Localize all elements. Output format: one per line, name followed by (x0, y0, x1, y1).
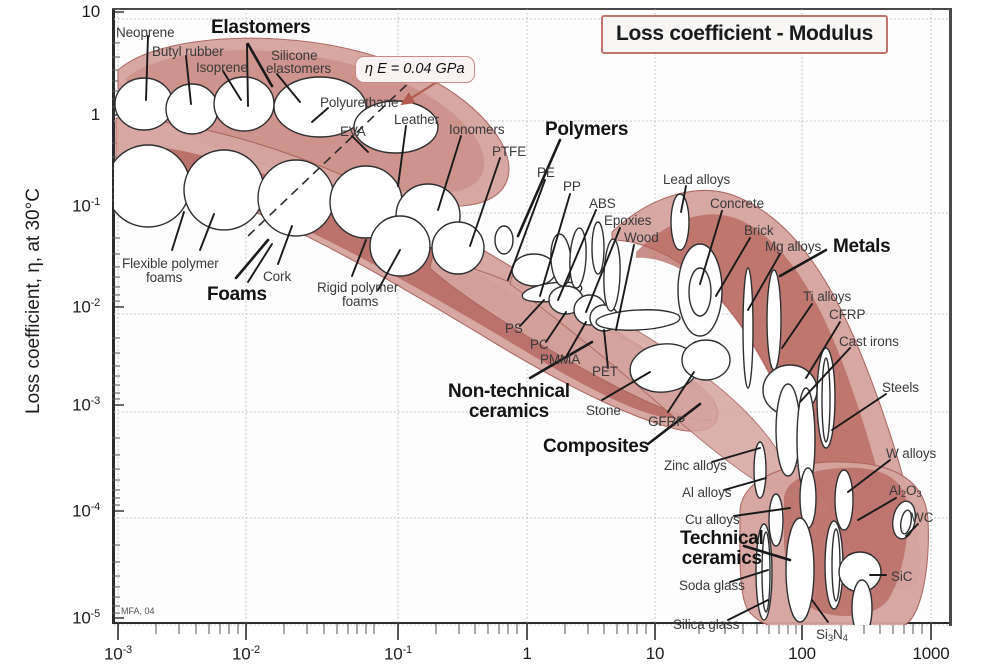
chart-title-box: Loss coefficient - Modulus (601, 15, 889, 54)
x-tick-label-4: 10 (645, 644, 665, 663)
x-tick-label-3: 1 (522, 644, 532, 663)
x-tick-label-2: 10-1 (384, 644, 412, 664)
material-label-ps: PS (505, 321, 523, 336)
material-label-stone: Stone (586, 403, 621, 418)
page-title: Loss coefficient - Modulus (616, 22, 874, 45)
material-label-rigid-polymer: Rigid polymer (317, 280, 399, 295)
x-tick-label-1: 10-2 (232, 644, 260, 664)
material-label-w-alloys: W alloys (886, 446, 937, 461)
y-tick-label-3: 10-2 (72, 297, 100, 317)
material-label-foams: foams (146, 270, 183, 285)
x-tick-label-5: 100 (788, 644, 816, 663)
y-tick-label-4: 10-3 (72, 395, 100, 415)
family-label-foams: Foams (207, 284, 267, 305)
material-label-eva: EVA (340, 124, 366, 139)
material-label-lead-alloys: Lead alloys (663, 172, 731, 187)
material-label-butyl-rubber: Butyl rubber (152, 44, 224, 59)
plot-frame (112, 8, 952, 624)
material-label-pet: PET (592, 364, 618, 379)
y-tick-label-6: 10-5 (72, 608, 100, 628)
material-label-neoprene: Neoprene (116, 25, 175, 40)
material-label-pp: PP (563, 179, 581, 194)
plot-right-edge (949, 8, 952, 626)
material-label-cfrp: CFRP (829, 307, 866, 322)
material-label-epoxies: Epoxies (604, 213, 652, 228)
family-label-elastomers: Elastomers (211, 17, 311, 38)
material-label-abs: ABS (589, 196, 616, 211)
material-label-cu-alloys: Cu alloys (685, 512, 740, 527)
material-label-wood: Wood (624, 230, 659, 245)
material-label-pe: PE (537, 165, 555, 180)
x-tick-label-6: 1000 (912, 644, 950, 663)
material-label-silicone: Silicone (271, 48, 318, 63)
material-label-elastomers: elastomers (266, 61, 332, 76)
material-label-al-alloys: Al alloys (682, 485, 732, 500)
material-label-soda-glass: Soda glass (679, 578, 745, 593)
family-label-composites: Composites (543, 436, 649, 457)
material-label-flexible-polymer: Flexible polymer (122, 256, 219, 271)
material-label-cast-irons: Cast irons (839, 334, 899, 349)
material-label-zinc-alloys: Zinc alloys (664, 458, 727, 473)
material-label-sic: SiC (891, 569, 913, 584)
watermark: MFA, 04 (121, 606, 155, 616)
material-label-isoprene: Isoprene (196, 60, 248, 75)
y-tick-label-5: 10-4 (72, 501, 100, 521)
material-label-foams: foams (342, 294, 379, 309)
material-label-pc: PC (530, 337, 549, 352)
material-label-ionomers: Ionomers (449, 122, 505, 137)
family-label-polymers: Polymers (545, 119, 629, 140)
material-label-mg-alloys: Mg alloys (765, 239, 822, 254)
guideline-equation: η E = 0.04 GPa (365, 61, 465, 77)
material-label-silica-glass: Silica glass (673, 617, 740, 632)
y-tick-label-0: 10 (81, 2, 100, 21)
material-label-wc: WC (911, 510, 934, 525)
family-label-metals: Metals (833, 236, 891, 257)
plot-top-edge (112, 8, 952, 10)
y-tick-label-1: 1 (90, 105, 100, 124)
material-label-leather: Leather (394, 112, 440, 127)
guideline-annotation-box: η E = 0.04 GPa (355, 56, 475, 83)
material-label-brick: Brick (744, 223, 774, 238)
material-label-steels: Steels (882, 380, 919, 395)
material-label-cork: Cork (263, 269, 292, 284)
material-label-gfrp: GFRP (648, 414, 686, 429)
material-label-ptfe: PTFE (492, 144, 527, 159)
material-label-si3n4: Si3N4 (816, 627, 848, 644)
x-tick-label-0: 10-3 (104, 644, 132, 664)
material-label-concrete: Concrete (710, 196, 764, 211)
material-label-pmma: PMMA (540, 352, 581, 367)
y-tick-label-2: 10-1 (72, 196, 100, 216)
material-label-ti-alloys: Ti alloys (803, 289, 852, 304)
material-label-polyurethane: Polyurethane (320, 95, 399, 110)
material-label-al2o3: Al2O3 (889, 483, 922, 500)
